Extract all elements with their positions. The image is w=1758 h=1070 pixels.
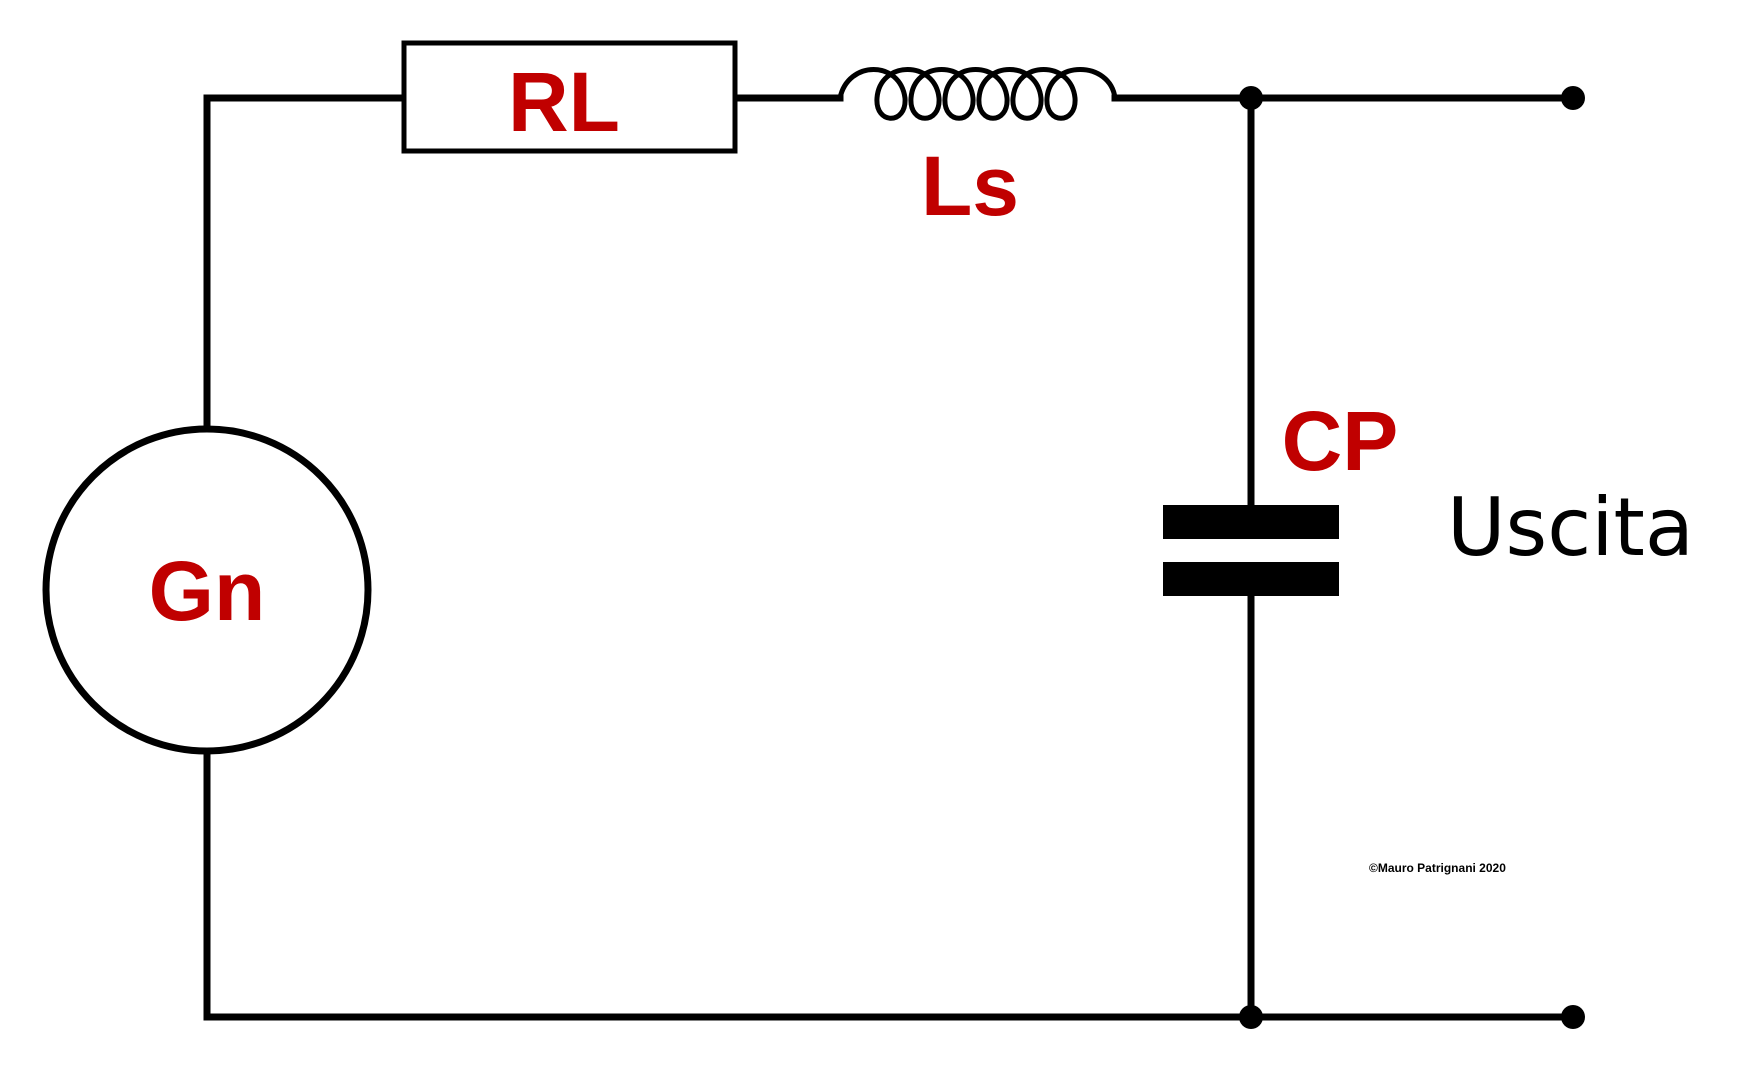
resistor-symbol	[401, 40, 738, 154]
resistor-label: RL	[508, 55, 620, 149]
output-terminal-bottom	[1561, 1005, 1585, 1029]
inductor-symbol	[837, 67, 1118, 121]
junction-node-top	[1239, 86, 1263, 110]
capacitor-label: CP	[1282, 394, 1399, 488]
junction-node-bottom	[1239, 1005, 1263, 1029]
capacitor-plate-top	[1163, 505, 1339, 539]
generator-label: Gn	[149, 544, 266, 638]
output-terminal-top	[1561, 86, 1585, 110]
inductor-label: Ls	[921, 139, 1019, 233]
generator-symbol	[42, 425, 372, 755]
output-label: Uscita	[1447, 481, 1694, 574]
copyright-text: ©Mauro Patrignani 2020	[1369, 861, 1506, 875]
capacitor-plate-bottom	[1163, 562, 1339, 596]
